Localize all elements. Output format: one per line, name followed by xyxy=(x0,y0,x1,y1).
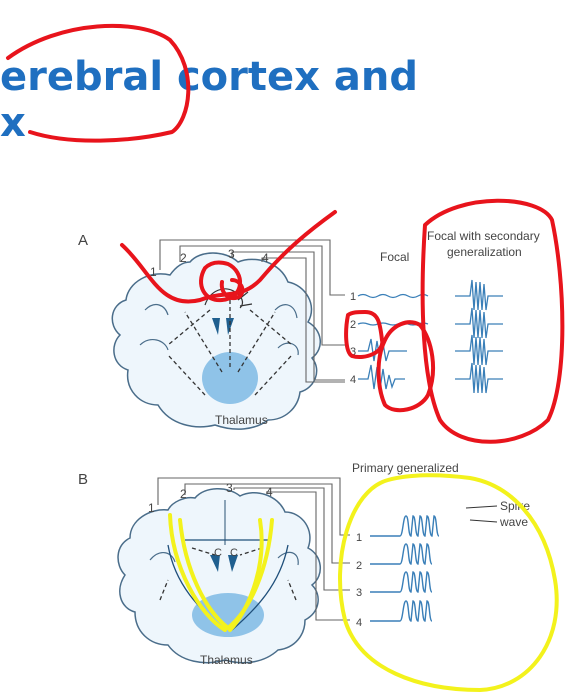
center-label-c1: C xyxy=(214,547,222,559)
red-circle-heading xyxy=(8,26,188,141)
thalamus-label-b: Thalamus xyxy=(200,653,253,667)
electrode-label-b1: 1 xyxy=(148,501,155,515)
spike-wave-traces xyxy=(370,516,439,621)
focal-traces xyxy=(358,295,428,390)
electrode-label-a2: 2 xyxy=(180,251,187,265)
channel-label-a4: 4 xyxy=(350,374,356,386)
electrode-label-b3: 3 xyxy=(226,481,233,495)
spike-wave-pointers xyxy=(466,506,497,522)
wave-label: wave xyxy=(499,515,528,529)
panel-b-label: B xyxy=(78,471,88,488)
panel-b: B C C Thalamus 1 2 3 4 Primary generaliz… xyxy=(78,461,530,667)
brain-outline-a xyxy=(112,253,320,429)
primary-generalized-title: Primary generalized xyxy=(352,461,459,475)
panel-a-label: A xyxy=(78,232,88,249)
center-label-c2: C xyxy=(230,547,238,559)
channel-label-a1: 1 xyxy=(350,291,356,303)
channel-label-b1: 1 xyxy=(356,532,362,544)
focal-secondary-title-1: Focal with secondary xyxy=(427,229,540,243)
thalamus-label-a: Thalamus xyxy=(215,413,268,427)
channel-label-b2: 2 xyxy=(356,560,362,572)
focal-title: Focal xyxy=(380,250,409,264)
focal-secondary-title-2: generalization xyxy=(447,245,522,259)
channel-label-a2: 2 xyxy=(350,319,356,331)
electrode-label-b2: 2 xyxy=(180,487,187,501)
secondary-generalization-traces xyxy=(455,280,503,393)
channel-label-b4: 4 xyxy=(356,617,362,629)
electrode-label-b4: 4 xyxy=(266,485,273,499)
electrode-label-a4: 4 xyxy=(262,251,269,265)
panel-a: A Thalamus 1 2 3 4 Focal Focal with seco… xyxy=(78,229,540,429)
channel-label-b3: 3 xyxy=(356,587,362,599)
electrode-label-a3: 3 xyxy=(228,247,235,261)
yellow-circle-eeg xyxy=(340,475,557,690)
